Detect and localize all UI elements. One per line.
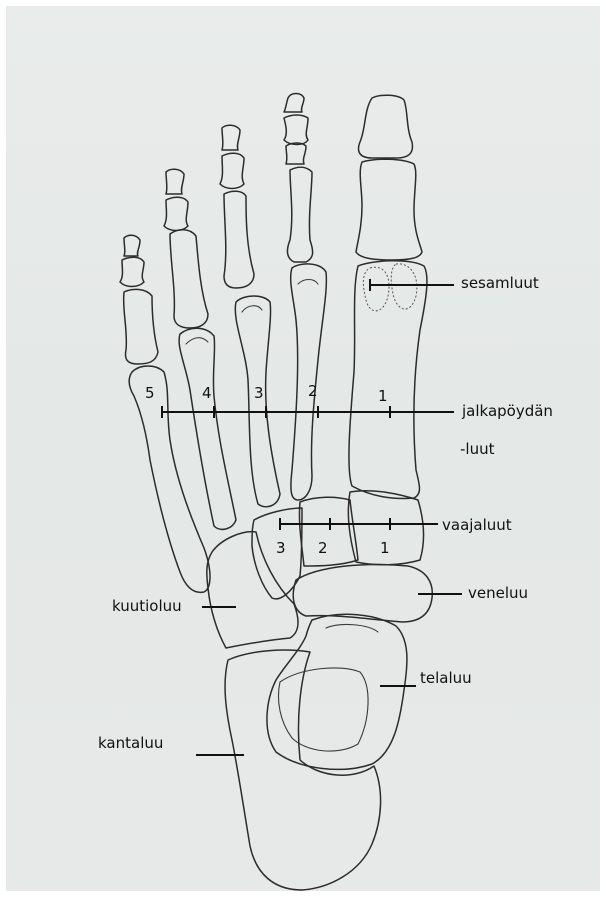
- label-veneluu: veneluu: [468, 586, 528, 601]
- label-jalkapoydan: jalkapöydän: [462, 404, 553, 419]
- label-telaluu: telaluu: [420, 671, 472, 686]
- label-kuutioluu: kuutioluu: [112, 599, 182, 614]
- cuneiform-number-2: 2: [318, 541, 328, 556]
- metatarsal-number-3: 3: [254, 386, 264, 401]
- metatarsal-number-4: 4: [202, 386, 212, 401]
- cuneiform-number-3: 3: [276, 541, 286, 556]
- label-vaajaluut: vaajaluut: [442, 518, 512, 533]
- label-sesamluut: sesamluut: [461, 276, 539, 291]
- metatarsal-number-1: 1: [378, 389, 388, 404]
- metatarsal-number-2: 2: [308, 384, 318, 399]
- label-jalkapoydan-luut: -luut: [460, 442, 494, 457]
- label-kantaluu: kantaluu: [98, 736, 163, 751]
- cuneiform-number-1: 1: [380, 541, 390, 556]
- metatarsal-number-5: 5: [145, 386, 155, 401]
